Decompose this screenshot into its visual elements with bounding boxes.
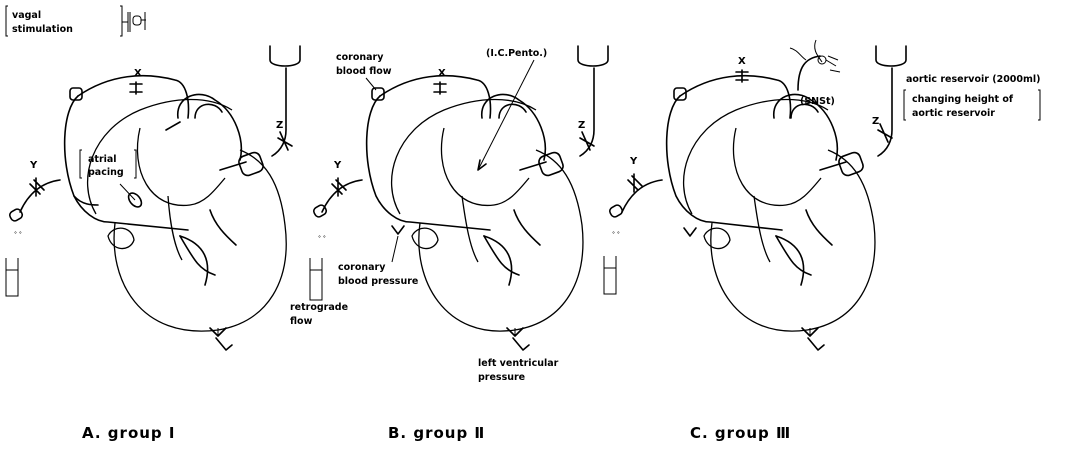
- beaker-icon: [310, 258, 322, 300]
- atrial-pacing-label: atrial pacing: [80, 150, 136, 178]
- drip-drops: ° °: [14, 231, 22, 238]
- caption-group-1: A. group Ⅰ: [82, 424, 175, 442]
- clamp-x-label: X: [134, 68, 142, 79]
- caption-group-3: C. group Ⅲ: [690, 424, 791, 442]
- pacing-label-line2: pacing: [88, 167, 124, 178]
- clamp-x-icon: [130, 82, 142, 94]
- pacing-label-line1: atrial: [88, 154, 117, 165]
- lv-pressure-line2: pressure: [478, 372, 525, 383]
- aortic-reservoir: [820, 46, 906, 177]
- reservoir-note: changing height of aortic reservoir: [904, 90, 1040, 120]
- panel-group-2: ° ° X Y Z coronary blood flow (I.C.Pento…: [290, 46, 608, 442]
- vagal-stimulation-label: vagal stimulation: [6, 6, 122, 36]
- coronary-pressure-line2: blood pressure: [338, 276, 418, 287]
- coronary-flow-line1: coronary: [336, 52, 384, 63]
- clamp-x-label: X: [738, 56, 746, 67]
- drip-drops: ° °: [318, 235, 326, 242]
- retrograde-line1: retrograde: [290, 302, 348, 313]
- clamp-z-icon: [878, 124, 892, 142]
- clamp-x-icon: [434, 82, 446, 94]
- aortic-reservoir: [220, 46, 300, 177]
- drip-drops: ° °: [612, 231, 620, 238]
- clamp-y-label: Y: [629, 156, 638, 167]
- reservoir-note-line1: changing height of: [912, 94, 1014, 105]
- clamp-z-label: Z: [872, 116, 879, 127]
- clamp-z-label: Z: [578, 120, 585, 131]
- beaker-icon: [604, 256, 616, 294]
- reservoir-note-line2: aortic reservoir: [912, 108, 995, 119]
- clamp-y-label: Y: [29, 160, 38, 171]
- clamp-y-label: Y: [333, 160, 342, 171]
- aortic-reservoir: [520, 46, 608, 177]
- panel-group-1: vagal stimulation: [6, 6, 300, 442]
- sympathetic-stimulation: [790, 40, 840, 90]
- beaker-icon: [6, 258, 18, 296]
- reservoir-label: aortic reservoir (2000ml): [906, 74, 1041, 85]
- vagal-label-line1: vagal: [12, 10, 41, 21]
- caption-group-2: B. group Ⅱ: [388, 424, 485, 442]
- coronary-flow-pointer: [366, 78, 376, 90]
- panel-group-3: ° ° (SNSt) X Y Z aortic reservoir (2000m…: [604, 40, 1041, 442]
- vagal-label-line2: stimulation: [12, 24, 73, 35]
- coronary-pressure-line1: coronary: [338, 262, 386, 273]
- stimulator-icon: [122, 12, 146, 32]
- retrograde-line2: flow: [290, 316, 313, 327]
- drug-arrow: [478, 60, 534, 170]
- clamp-z-label: Z: [276, 120, 283, 131]
- lv-pressure-line1: left ventricular: [478, 358, 559, 369]
- heart-drawing: [392, 94, 583, 350]
- drug-label: (I.C.Pento.): [486, 48, 547, 59]
- snst-label: (SNSt): [800, 96, 835, 107]
- clamp-x-label: X: [438, 68, 446, 79]
- coronary-flow-line2: blood flow: [336, 66, 392, 77]
